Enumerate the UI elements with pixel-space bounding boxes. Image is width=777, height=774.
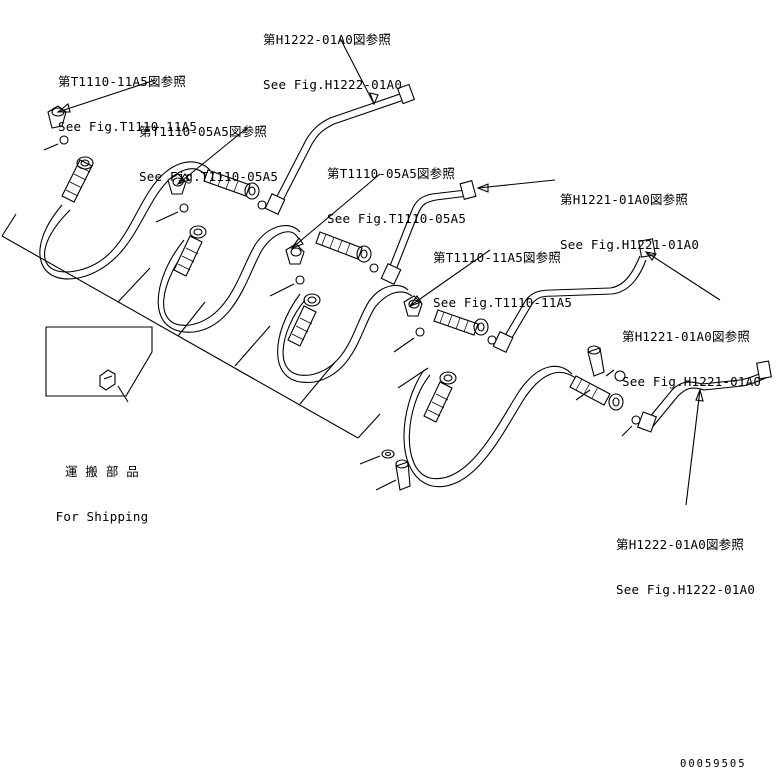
callout-en: See Fig.T1110-11A5 [58,119,198,134]
shipping-label: 運 搬 部 品 For Shipping [52,434,152,539]
pipe-h1222-top [264,83,416,215]
callout-jp: 第H1222-01A0図参照 [263,32,392,47]
callout-h1221-01a0-right: 第H1221-01A0図参照 See Fig.H1221-01A0 [622,299,761,404]
callout-en: See Fig.H1221-01A0 [560,237,700,252]
hose-4-inner [403,369,579,488]
callout-en: See Fig.T1110-05A5 [139,169,279,184]
callout-t1110-11a5-center: 第T1110-11A5図参照 See Fig.T1110-11A5 [433,220,572,325]
fitting-7 [423,371,457,423]
leader-lines [43,37,721,506]
drawing-code: 00059505 [680,758,747,770]
callout-h1222-01a0-top: 第H1222-01A0図参照 See Fig.H1222-01A0 [263,2,402,107]
callout-jp: 第H1222-01A0図参照 [616,537,745,552]
callout-en: See Fig.T1110-05A5 [327,211,467,226]
shipping-label-en: For Shipping [55,509,149,524]
hose-3-inner [277,291,413,383]
fitting-5 [287,293,321,347]
callout-t1110-11a5-top: 第T1110-11A5図参照 See Fig.T1110-11A5 [58,44,197,149]
fitting-4 [315,231,372,263]
hose-4 [408,365,573,480]
callout-t1110-05a5-center: 第T1110-05A5図参照 See Fig.T1110-05A5 [327,136,466,241]
fitting-3 [173,225,207,277]
pipe-h1222-bottom [636,360,772,433]
callout-h1221-01a0-top: 第H1221-01A0図参照 See Fig.H1221-01A0 [560,162,699,267]
pipe-h1221-right [492,238,656,353]
callout-h1222-01a0-bottom: 第H1222-01A0図参照 See Fig.H1222-01A0 [616,507,755,612]
fitting-2 [203,169,260,200]
hoses [39,161,579,488]
callout-jp: 第T1110-05A5図参照 [327,166,456,181]
callout-jp: 第H1221-01A0図参照 [622,329,751,344]
hose-2 [163,225,301,326]
callout-jp: 第T1110-11A5図参照 [433,250,562,265]
fitting-6 [433,309,489,336]
hose-3 [282,284,409,376]
callout-en: See Fig.H1221-01A0 [622,374,762,389]
callout-en: See Fig.H1222-01A0 [263,77,403,92]
callout-jp: 第H1221-01A0図参照 [560,192,689,207]
pipe-h1221-mid [380,180,477,285]
callout-jp: 第T1110-05A5図参照 [139,124,268,139]
hose-1 [44,161,211,273]
assembly-frame [1,213,381,439]
hose-2-inner [157,231,299,333]
fitting-8 [569,375,624,411]
fitting-1 [61,156,94,203]
callout-t1110-05a5-left: 第T1110-05A5図参照 See Fig.T1110-05A5 [139,94,278,199]
callout-jp: 第T1110-11A5図参照 [58,74,187,89]
hose-fittings [61,156,624,423]
shipping-label-jp: 運 搬 部 品 [65,464,139,479]
hose-1-inner [39,168,207,280]
shipping-inset-box [45,326,153,403]
callout-en: See Fig.T1110-11A5 [433,295,573,310]
callout-en: See Fig.H1222-01A0 [616,582,756,597]
rigid-pipes [264,83,772,433]
